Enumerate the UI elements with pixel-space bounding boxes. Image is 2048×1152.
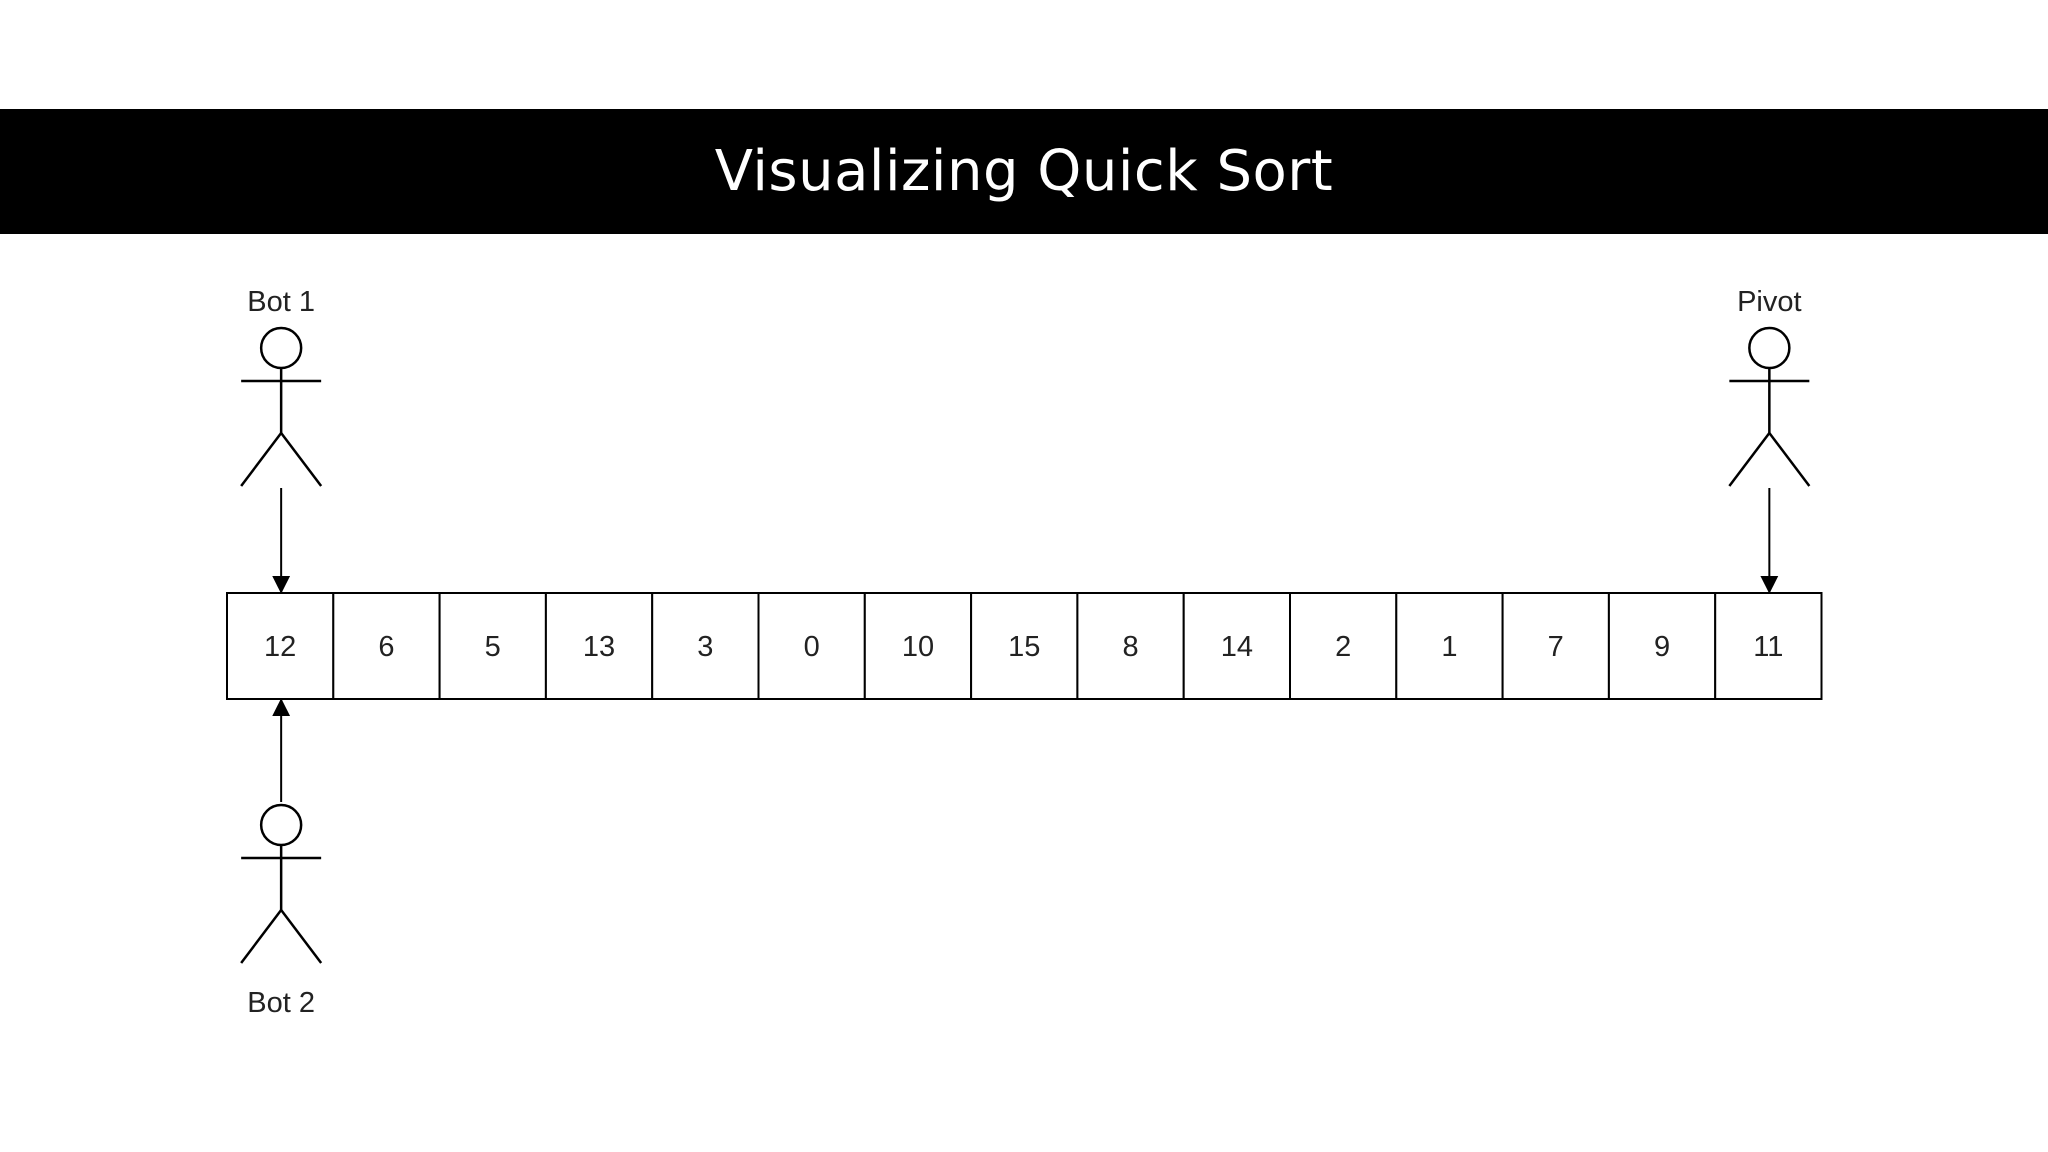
array: 12 6 5 13 3 0 10 15 8 14 2 1 7 9 11 [226, 592, 1823, 700]
array-cell-value: 11 [1753, 631, 1783, 663]
bot-2-label: Bot 2 [247, 987, 315, 1019]
array-cell-box [970, 592, 1079, 700]
array-cell-box [1501, 592, 1610, 700]
array-cell: 7 [1501, 592, 1610, 700]
array-cell-value: 8 [1122, 631, 1138, 663]
stick-figure-icon [240, 326, 323, 487]
array-cell: 10 [863, 592, 973, 700]
bot-1-figure: Bot 1 [240, 286, 323, 594]
array-cell-value: 14 [1221, 631, 1253, 663]
array-cell: 3 [651, 592, 760, 700]
array-cell: 1 [1395, 592, 1504, 700]
title-bar: Visualizing Quick Sort [0, 109, 2048, 234]
array-cell: 13 [544, 592, 654, 700]
array-cell-value: 10 [902, 631, 934, 663]
array-cell: 0 [757, 592, 866, 700]
array-cell-value: 1 [1441, 631, 1457, 663]
array-cell-value: 5 [485, 631, 501, 663]
array-cell-value: 13 [583, 631, 615, 663]
array-cell: 6 [332, 592, 441, 700]
array-cell-box [544, 592, 654, 700]
bot-2-figure: Bot 2 [240, 698, 323, 1019]
array-cell-box [651, 592, 760, 700]
array-cell: 14 [1182, 592, 1291, 700]
array-cell: 9 [1607, 592, 1717, 700]
array-cell: 5 [438, 592, 547, 700]
array-cell: 8 [1076, 592, 1185, 700]
array-cell: 12 [226, 592, 335, 700]
array-cell-box [757, 592, 866, 700]
array-cell-box [1714, 592, 1823, 700]
array-cell-value: 6 [378, 631, 394, 663]
array-cell-box [1395, 592, 1504, 700]
stick-figure-icon [240, 803, 323, 964]
array-cell: 15 [970, 592, 1079, 700]
bot-1-label: Bot 1 [247, 286, 315, 318]
array-cell: 11 [1714, 592, 1823, 700]
array-cell-box [863, 592, 973, 700]
stick-figure-icon [1728, 326, 1811, 487]
pivot-figure: Pivot [1728, 286, 1811, 594]
array-cell-box [1182, 592, 1291, 700]
array-cell-value: 9 [1654, 631, 1670, 663]
array-cell-value: 12 [264, 631, 296, 663]
array-cell-value: 2 [1335, 631, 1351, 663]
array-cell-value: 0 [804, 631, 820, 663]
array-cell-box [1076, 592, 1185, 700]
array-cell: 2 [1289, 592, 1398, 700]
page-title: Visualizing Quick Sort [714, 139, 1334, 204]
array-cell-value: 7 [1548, 631, 1564, 663]
figures: Bot 1 Bot 2 Pivot [240, 286, 1811, 1019]
array-cell-value: 3 [697, 631, 713, 663]
array-cell-value: 15 [1008, 631, 1040, 663]
array-cell-box [1289, 592, 1398, 700]
pivot-label: Pivot [1737, 286, 1801, 318]
array-cell-box [1607, 592, 1717, 700]
